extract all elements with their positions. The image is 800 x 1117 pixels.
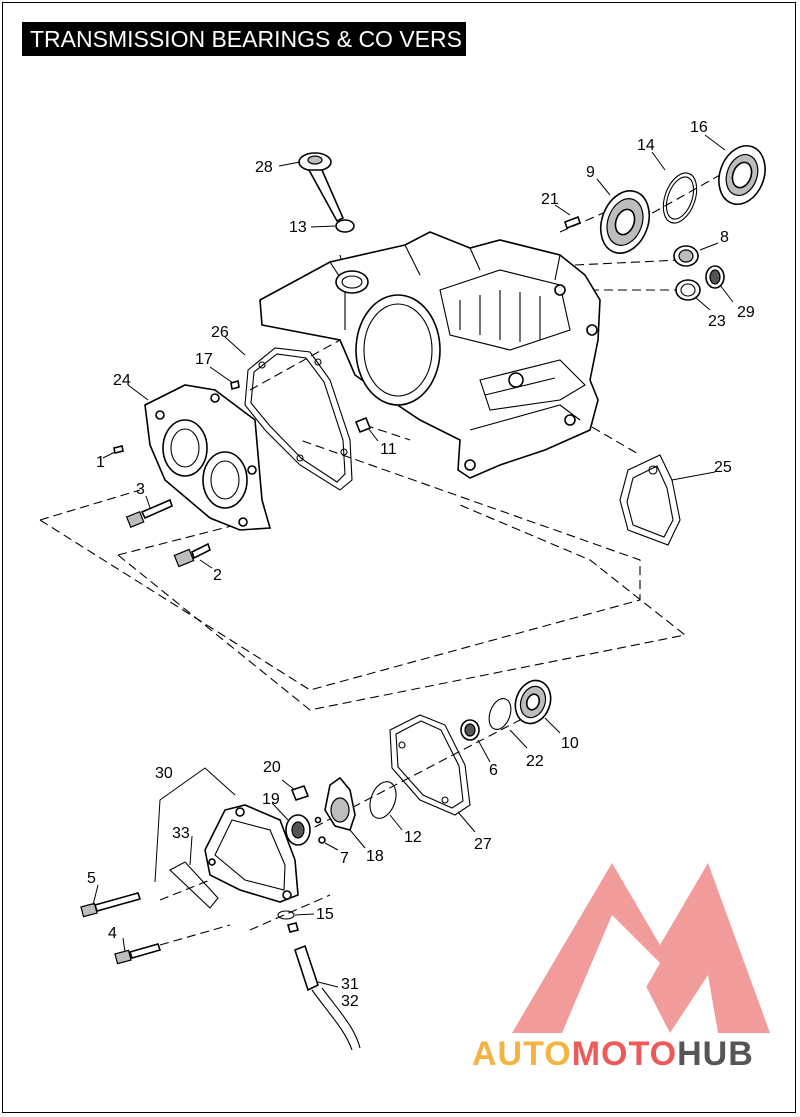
leader-lines: [92, 134, 734, 988]
callout-4: 4: [108, 925, 117, 942]
automotohub-logo: AUTOMOTOHUB: [472, 863, 770, 1073]
logo-triangle: [512, 863, 770, 1033]
callout-7: 7: [340, 850, 349, 867]
callout-3: 3: [136, 481, 145, 498]
diagram-title: TRANSMISSION BEARINGS & CO VERS: [22, 22, 466, 56]
retaining-ring: [369, 781, 397, 819]
callout-16: 16: [690, 119, 708, 136]
callout-33: 33: [172, 825, 190, 842]
side-cover: [204, 804, 299, 903]
callout-27: 27: [474, 836, 492, 853]
callout-5: 5: [87, 870, 96, 887]
countershaft-bearing-group: [460, 679, 552, 741]
housing-bolts: [125, 498, 211, 568]
callout-11: 11: [380, 441, 397, 458]
callout-19: 19: [262, 791, 280, 808]
callout-29: 29: [737, 304, 755, 321]
callout-8: 8: [720, 229, 729, 246]
shift-mechanism: [285, 776, 356, 846]
transmission-case: [259, 231, 601, 479]
assembly-guide-lines: [39, 174, 721, 946]
mainshaft-bearing-group: [563, 145, 766, 301]
bearing-housing: [113, 379, 272, 531]
callout-2: 2: [213, 567, 222, 584]
callout-20: 20: [263, 759, 281, 776]
side-cover-gasket: [389, 714, 471, 816]
callout-22: 22: [526, 753, 544, 770]
callout-31: 31: [341, 976, 359, 993]
callout-10: 10: [561, 735, 579, 752]
callout-26: 26: [211, 324, 229, 341]
callout-23: 23: [708, 313, 726, 330]
callout-9: 9: [586, 164, 595, 181]
callout-14: 14: [637, 137, 655, 154]
callout-labels: 1 2 3 4 5 6 7 8 9 10 11 12 13 14 15 16 1…: [87, 119, 755, 1010]
callout-13: 13: [289, 219, 307, 236]
dowel-pin: [354, 416, 372, 434]
callout-18: 18: [366, 848, 384, 865]
logo-text: AUTOMOTOHUB: [472, 1035, 754, 1073]
vent-hose: [277, 910, 361, 1051]
callout-25: 25: [714, 459, 732, 476]
callout-17: 17: [195, 351, 213, 368]
callout-28: 28: [255, 159, 273, 176]
cover-gasket-strip: [169, 861, 219, 909]
cover-bolts: [80, 892, 162, 965]
callout-6: 6: [489, 762, 498, 779]
dipstick: [298, 152, 355, 233]
callout-24: 24: [113, 372, 131, 389]
callout-32: 32: [341, 993, 359, 1010]
callout-21: 21: [541, 191, 559, 208]
callout-30: 30: [155, 765, 173, 782]
callout-15: 15: [316, 906, 334, 923]
callout-12: 12: [404, 829, 422, 846]
rear-gasket: [619, 454, 681, 546]
housing-gasket: [244, 347, 353, 491]
callout-1: 1: [96, 454, 105, 471]
